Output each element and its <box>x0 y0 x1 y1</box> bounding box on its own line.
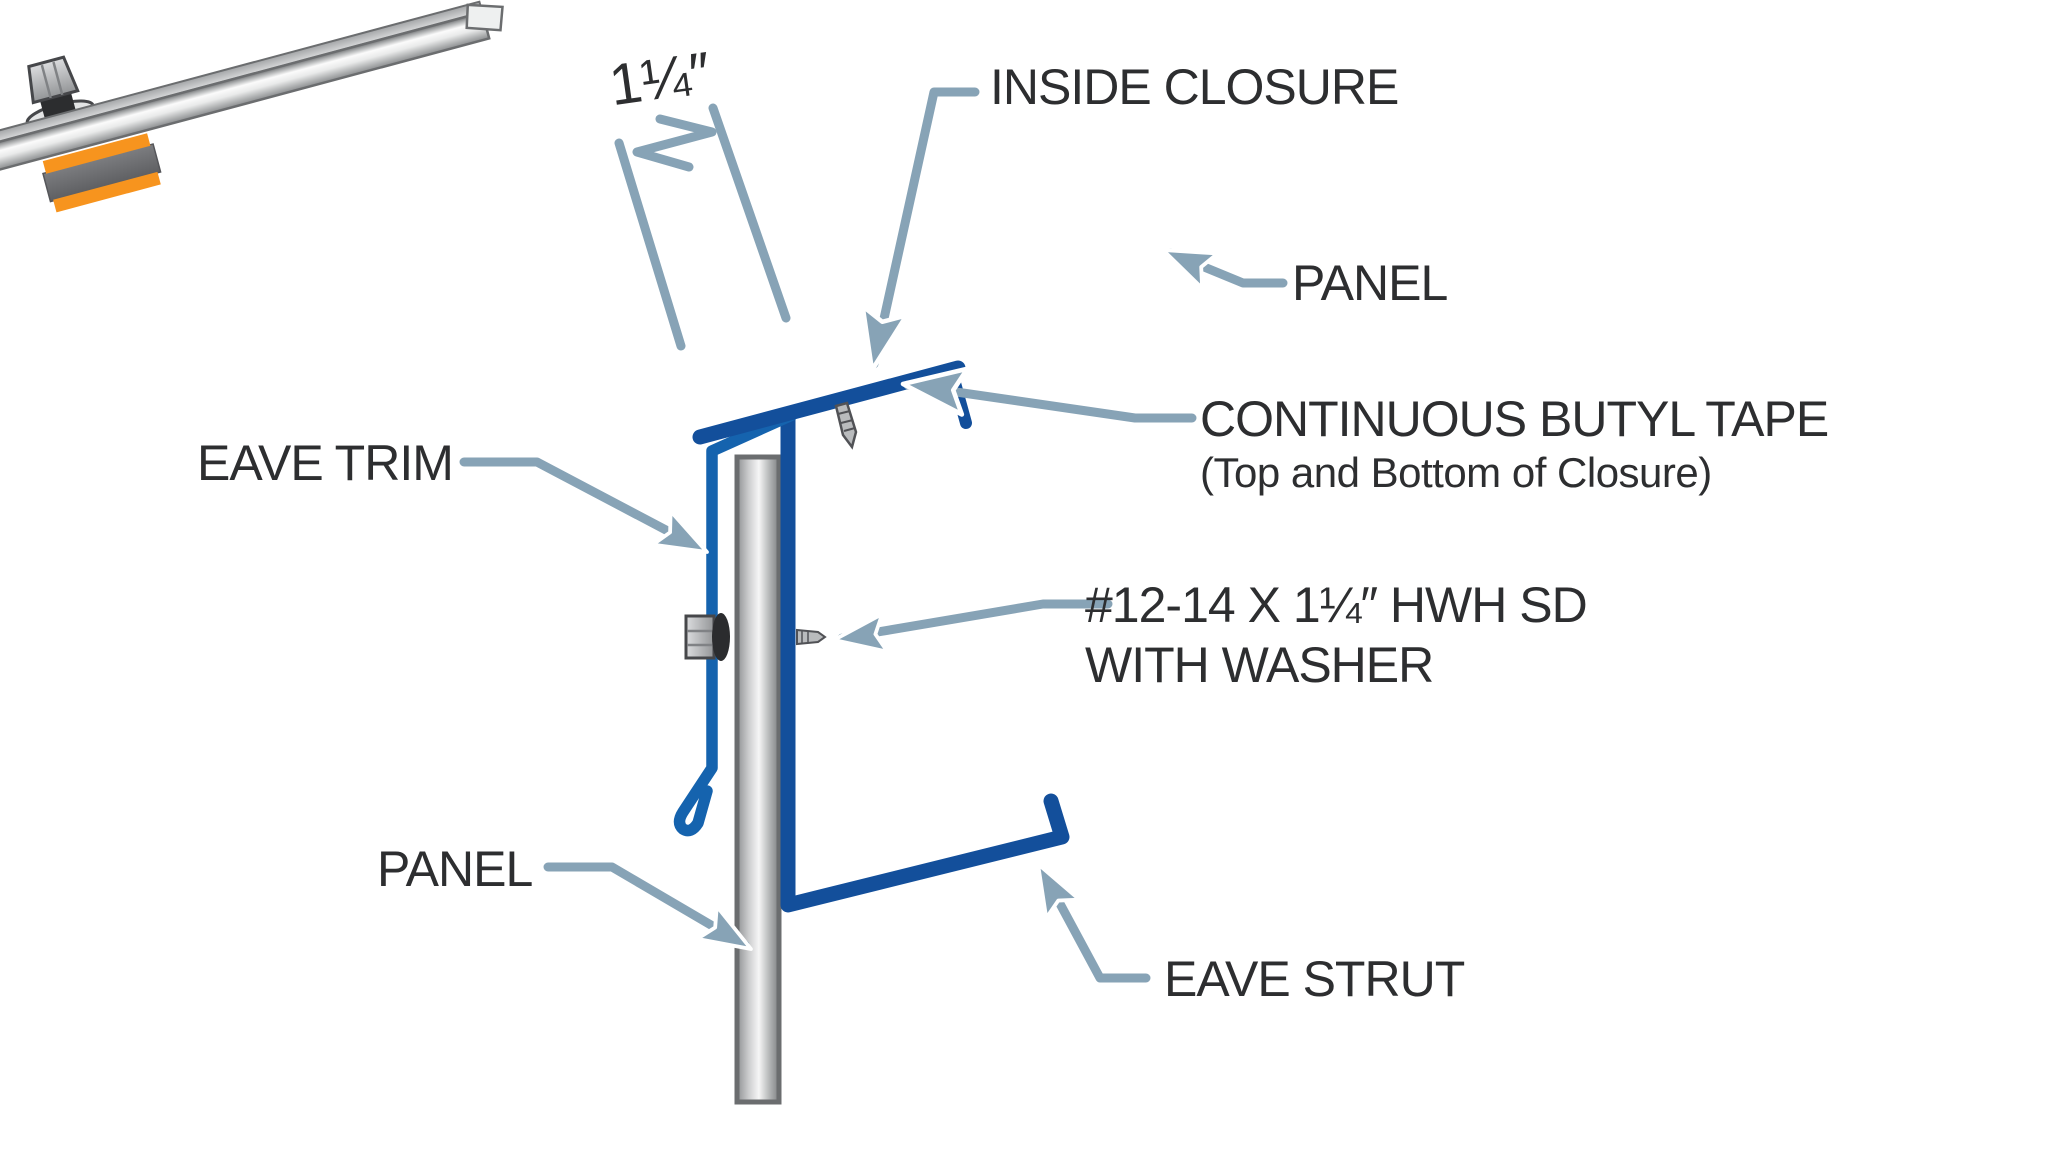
arrowheads <box>650 248 1220 951</box>
wall-screw-hex-head <box>684 614 716 660</box>
hex-facet-line <box>40 64 52 99</box>
closure-assembly <box>42 133 162 213</box>
arrowhead-eave-strut <box>1036 862 1082 920</box>
leader-lines <box>459 87 1288 983</box>
wall-screw <box>684 613 827 661</box>
eave-strut-label: EAVE STRUT <box>1164 951 1465 1007</box>
arrowhead-inside-closure <box>860 303 909 373</box>
dimension-zigzag-mark <box>632 114 717 172</box>
wall-panel-face <box>734 454 782 1105</box>
dimension-lines <box>614 103 791 351</box>
leader-butyl-tape <box>903 380 1197 423</box>
butyl-tape-label-line2: (Top and Bottom of Closure) <box>1200 449 1712 496</box>
arrowhead-butyl-tape <box>900 366 970 417</box>
leader-panel-bottom <box>543 862 750 950</box>
thread-line <box>840 419 854 424</box>
fastener-label-line1: #12-14 X 1¼″ HWH SD <box>1085 577 1587 633</box>
wall-panel <box>734 454 782 1105</box>
dimension-label: 1¼″ <box>605 40 714 118</box>
butyl-tape-top <box>42 133 151 174</box>
roof-panel-group <box>0 0 504 192</box>
thread-line <box>837 410 851 415</box>
arrowhead-eave-trim <box>650 509 709 554</box>
dimension-extension-line-left <box>614 138 686 351</box>
roof-panel-end-fold <box>465 3 504 32</box>
leader-inside-closure <box>869 87 980 369</box>
leader-fastener <box>837 599 1113 643</box>
butyl-tape-label-line1: CONTINUOUS BUTYL TAPE <box>1200 391 1828 447</box>
hex-facet-line <box>52 61 64 96</box>
fastener-label-line2: WITH WASHER <box>1085 637 1433 693</box>
arrowhead-panel-bottom <box>695 904 753 951</box>
leader-eave-trim <box>459 457 705 553</box>
roof-screw-tip-shank <box>834 401 858 450</box>
leader-eave-strut <box>1039 869 1151 983</box>
eave-trim-profile <box>673 409 798 837</box>
butyl-tape-bottom <box>53 171 161 213</box>
dimension-extension-line-right <box>708 103 791 323</box>
labels: 1¼″ INSIDE CLOSURE PANEL CONTINUOUS BUTY… <box>197 40 1829 1007</box>
arrowhead-fastener <box>832 612 890 654</box>
inside-closure-label: INSIDE CLOSURE <box>990 59 1398 115</box>
panel-bottom-label: PANEL <box>377 841 532 897</box>
wall-screw-tip <box>796 628 827 646</box>
roof-screw-tip <box>834 401 858 450</box>
wall-screw-washer <box>712 613 730 661</box>
thread-line <box>843 427 856 432</box>
eave-strut-profile <box>780 410 1070 913</box>
panel-top-label: PANEL <box>1292 255 1447 311</box>
arrowhead-panel-top <box>1161 248 1220 291</box>
eave-trim-label: EAVE TRIM <box>197 435 453 491</box>
